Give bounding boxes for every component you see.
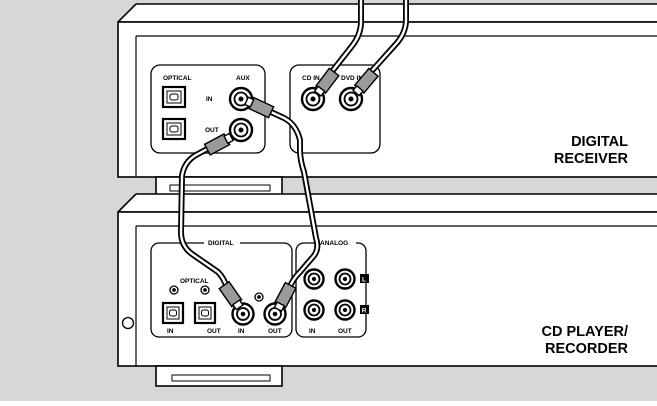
- plug-player-coax-in: [218, 280, 244, 311]
- player-optical-out: [193, 301, 217, 325]
- player-optical-in-label: IN: [167, 328, 174, 335]
- cd-player-recorder: [117, 193, 657, 387]
- player-side-knob: [121, 316, 135, 330]
- cable-aux-in-to-coax-out: [255, 103, 321, 292]
- player-analog-panel: [295, 242, 367, 338]
- receiver-in-label: IN: [206, 96, 213, 103]
- plug-receiver-aux-in: [243, 96, 275, 119]
- cable-aux-out-to-coax-in: [178, 137, 230, 291]
- player-analog-out-label: OUT: [338, 328, 352, 335]
- receiver-name-line2: RECEIVER: [554, 151, 629, 167]
- receiver-optical-out: [161, 117, 187, 141]
- receiver-optical-in: [161, 85, 187, 109]
- cable-cd-in: [327, 0, 364, 77]
- receiver-out-label: OUT: [205, 127, 219, 134]
- receiver-optical-label: OPTICAL: [163, 75, 192, 82]
- plug-receiver-cd-in: [313, 67, 340, 97]
- left-channel-badge: [360, 274, 369, 283]
- player-name-line2: RECORDER: [545, 341, 629, 357]
- plugs: [203, 67, 380, 313]
- receiver-dvd-in-label: DVD IN: [341, 75, 363, 82]
- right-channel-badge: [360, 305, 369, 314]
- player-optical-in: [161, 301, 185, 325]
- plug-receiver-aux-out: [203, 132, 235, 156]
- player-analog-in-label: IN: [309, 328, 316, 335]
- player-analog-jacks: [303, 268, 356, 321]
- left-channel-label: L: [362, 277, 366, 284]
- receiver-top-face: [118, 4, 657, 22]
- receiver-aux-out-jack: [228, 117, 254, 143]
- player-optical-label: OPTICAL: [180, 278, 209, 285]
- player-analog-label: ANALOG: [320, 240, 348, 247]
- receiver-cd-in-label: CD IN: [302, 75, 320, 82]
- player-screws: [169, 285, 264, 302]
- player-coax-out-label: OUT: [268, 328, 282, 335]
- player-coax-in-label: IN: [238, 328, 245, 335]
- receiver-name-line1: DIGITAL: [571, 134, 628, 150]
- receiver-aux-label: AUX: [236, 75, 250, 82]
- right-channel-label: R: [362, 308, 367, 315]
- player-digital-label: DIGITAL: [208, 240, 234, 247]
- player-optical-out-label: OUT: [207, 328, 221, 335]
- plug-receiver-dvd-in: [352, 67, 380, 97]
- plug-player-coax-out: [273, 281, 297, 313]
- cable-dvd-in: [366, 0, 409, 77]
- player-name-line1: CD PLAYER/: [542, 324, 628, 340]
- player-top-face: [118, 194, 657, 212]
